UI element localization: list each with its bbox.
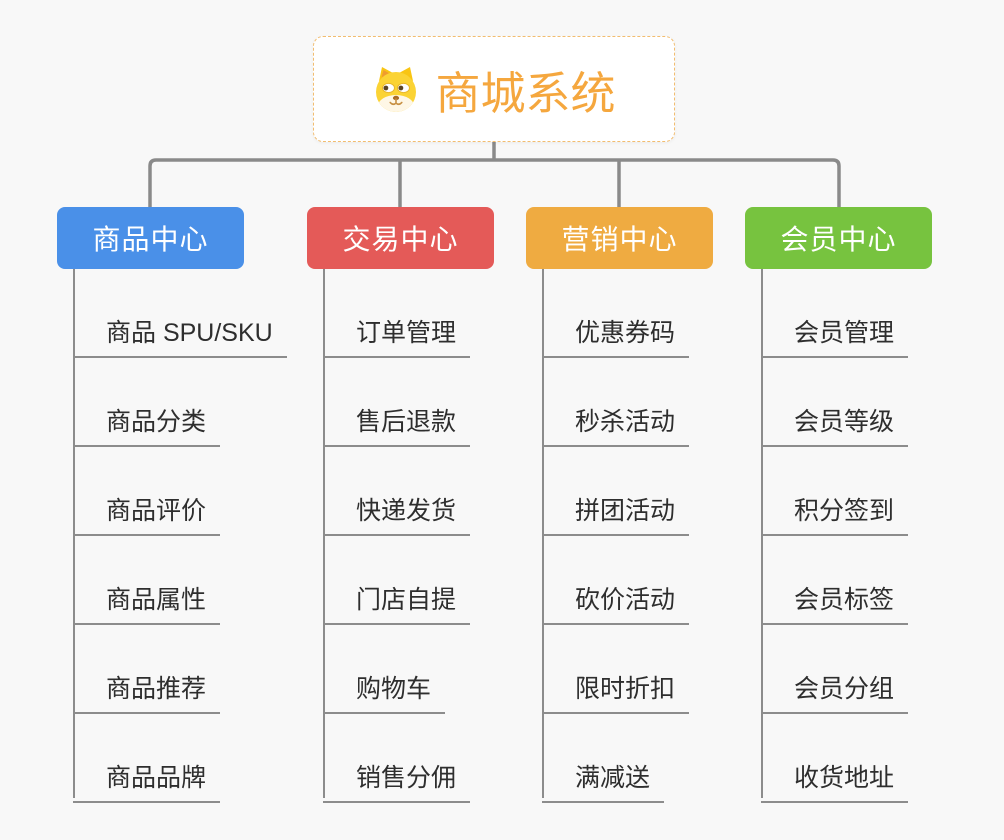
leaf-node: 满减送 bbox=[542, 714, 786, 803]
leaf-node: 售后退款 bbox=[323, 358, 567, 447]
leaf-node-label[interactable]: 会员分组 bbox=[761, 669, 909, 714]
branch-node-trade-center[interactable]: 交易中心 bbox=[307, 207, 494, 269]
leaf-node: 商品评价 bbox=[73, 447, 317, 536]
leaf-node: 优惠券码 bbox=[542, 269, 786, 358]
leaf-node-label[interactable]: 优惠券码 bbox=[542, 313, 690, 358]
leaf-node-label[interactable]: 门店自提 bbox=[323, 580, 471, 625]
root-node-title: 商城系统 bbox=[435, 67, 616, 119]
leaf-node: 销售分佣 bbox=[323, 714, 567, 803]
leaf-node-label[interactable]: 订单管理 bbox=[323, 313, 471, 358]
branch-column-marketing-center: 营销中心 优惠券码 秒杀活动 拼团活动 砍价活动 限时折扣 满减送 bbox=[526, 207, 786, 803]
branch-node-product-center[interactable]: 商品中心 bbox=[57, 207, 244, 269]
leaf-node: 会员标签 bbox=[761, 536, 1004, 625]
dog-face-icon bbox=[372, 65, 420, 113]
leaf-node-label[interactable]: 商品属性 bbox=[73, 580, 221, 625]
leaf-node-label[interactable]: 销售分佣 bbox=[323, 758, 471, 803]
leaf-node: 积分签到 bbox=[761, 447, 1004, 536]
leaf-node: 购物车 bbox=[323, 625, 567, 714]
leaf-node-label[interactable]: 商品评价 bbox=[73, 491, 221, 536]
leaf-list: 优惠券码 秒杀活动 拼团活动 砍价活动 限时折扣 满减送 bbox=[526, 269, 786, 803]
leaf-node-label[interactable]: 购物车 bbox=[323, 669, 446, 714]
branch-node-member-center[interactable]: 会员中心 bbox=[745, 207, 932, 269]
leaf-node-label[interactable]: 商品品牌 bbox=[73, 758, 221, 803]
leaf-list: 会员管理 会员等级 积分签到 会员标签 会员分组 收货地址 bbox=[745, 269, 1004, 803]
leaf-node-label[interactable]: 拼团活动 bbox=[542, 491, 690, 536]
leaf-node-label[interactable]: 限时折扣 bbox=[542, 669, 690, 714]
leaf-node: 快递发货 bbox=[323, 447, 567, 536]
branch-column-product-center: 商品中心 商品 SPU/SKU 商品分类 商品评价 商品属性 商品推荐 商品品牌 bbox=[57, 207, 317, 803]
leaf-node-label[interactable]: 商品推荐 bbox=[73, 669, 221, 714]
leaf-connector-line bbox=[73, 269, 75, 798]
leaf-node-label[interactable]: 收货地址 bbox=[761, 758, 909, 803]
leaf-node-label[interactable]: 积分签到 bbox=[761, 491, 909, 536]
root-node[interactable]: 商城系统 bbox=[313, 36, 675, 142]
leaf-node-label[interactable]: 商品 SPU/SKU bbox=[73, 313, 287, 358]
leaf-node: 砍价活动 bbox=[542, 536, 786, 625]
leaf-node-label[interactable]: 商品分类 bbox=[73, 402, 221, 447]
branch-column-trade-center: 交易中心 订单管理 售后退款 快递发货 门店自提 购物车 销售分佣 bbox=[307, 207, 567, 803]
leaf-node-label[interactable]: 会员标签 bbox=[761, 580, 909, 625]
leaf-node: 会员分组 bbox=[761, 625, 1004, 714]
leaf-node: 商品品牌 bbox=[73, 714, 317, 803]
leaf-node-label[interactable]: 满减送 bbox=[542, 758, 665, 803]
leaf-node: 门店自提 bbox=[323, 536, 567, 625]
leaf-connector-line bbox=[761, 269, 763, 798]
leaf-node-label[interactable]: 售后退款 bbox=[323, 402, 471, 447]
leaf-node-label[interactable]: 快递发货 bbox=[323, 491, 471, 536]
leaf-node: 会员管理 bbox=[761, 269, 1004, 358]
leaf-connector-line bbox=[323, 269, 325, 798]
leaf-list: 订单管理 售后退款 快递发货 门店自提 购物车 销售分佣 bbox=[307, 269, 567, 803]
leaf-list: 商品 SPU/SKU 商品分类 商品评价 商品属性 商品推荐 商品品牌 bbox=[57, 269, 317, 803]
leaf-node-label[interactable]: 会员等级 bbox=[761, 402, 909, 447]
leaf-node-label[interactable]: 会员管理 bbox=[761, 313, 909, 358]
leaf-node: 会员等级 bbox=[761, 358, 1004, 447]
leaf-node-label[interactable]: 秒杀活动 bbox=[542, 402, 690, 447]
leaf-connector-line bbox=[542, 269, 544, 798]
leaf-node: 商品推荐 bbox=[73, 625, 317, 714]
leaf-node-label[interactable]: 砍价活动 bbox=[542, 580, 690, 625]
leaf-node: 秒杀活动 bbox=[542, 358, 786, 447]
branch-rail-line bbox=[148, 158, 841, 207]
leaf-node: 商品属性 bbox=[73, 536, 317, 625]
leaf-node: 收货地址 bbox=[761, 714, 1004, 803]
leaf-node: 商品分类 bbox=[73, 358, 317, 447]
branch-column-member-center: 会员中心 会员管理 会员等级 积分签到 会员标签 会员分组 收货地址 bbox=[745, 207, 1004, 803]
branch-node-marketing-center[interactable]: 营销中心 bbox=[526, 207, 713, 269]
leaf-node: 限时折扣 bbox=[542, 625, 786, 714]
leaf-node: 订单管理 bbox=[323, 269, 567, 358]
leaf-node: 拼团活动 bbox=[542, 447, 786, 536]
leaf-node: 商品 SPU/SKU bbox=[73, 269, 317, 358]
